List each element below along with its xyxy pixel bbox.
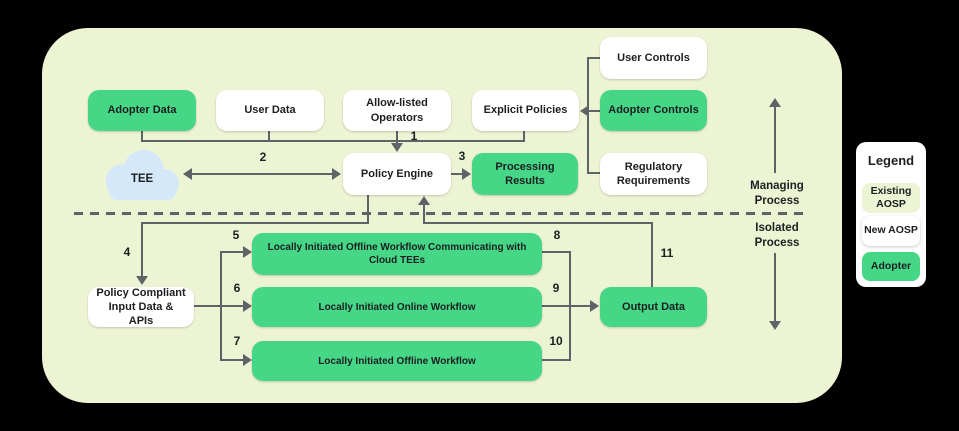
- edge-label-4: 4: [123, 245, 131, 259]
- node-workflow-offline: Locally Initiated Offline Workflow: [252, 341, 542, 381]
- isolated-process-label: Isolated Process: [754, 222, 800, 249]
- node-allow-listed-operators: Allow-listed Operators: [343, 90, 451, 131]
- edge11-line-a: [651, 222, 653, 287]
- arrowhead-to-workflow-online: [243, 300, 252, 312]
- legend-item-adopter: Adopter: [862, 252, 920, 281]
- node-regulatory-requirements: Regulatory Requirements: [600, 153, 707, 195]
- edge-label-3: 3: [458, 149, 466, 163]
- edge-label-11: 11: [660, 246, 674, 260]
- edge11-line-b: [423, 222, 653, 224]
- edge11-line-c: [423, 204, 425, 224]
- legend-item-existing-aosp: Existing AOSP: [862, 183, 920, 213]
- node-workflow-online: Locally Initiated Online Workflow: [252, 287, 542, 327]
- arrowhead-to-tee: [183, 168, 192, 180]
- managing-process-label: Managing Process: [750, 180, 804, 207]
- edge9-line: [542, 305, 571, 307]
- edge-label-9: 9: [552, 281, 560, 295]
- node-user-data: User Data: [216, 90, 324, 131]
- edge-label-2: 2: [259, 150, 267, 164]
- edge-label-10: 10: [549, 334, 563, 348]
- isolated-process-arrowhead: [769, 321, 781, 330]
- arrowhead-into-policy-engine: [391, 143, 403, 152]
- edge-line-user-data-down: [268, 131, 270, 142]
- node-policy-compliant-input: Policy Compliant Input Data & APIs: [88, 287, 194, 327]
- arrowhead-to-explicit-policies: [580, 105, 589, 117]
- edge7-line: [220, 359, 245, 361]
- edge6-line: [220, 305, 245, 307]
- edge-line-compliant-out: [194, 305, 221, 307]
- edge-line-collector: [141, 140, 525, 142]
- edge5-line: [220, 251, 245, 253]
- arrowhead-to-output-data: [590, 300, 599, 312]
- managing-process-arrow-line: [774, 105, 776, 173]
- node-adopter-controls: Adopter Controls: [600, 90, 707, 131]
- node-adopter-data: Adopter Data: [88, 90, 196, 131]
- node-user-controls: User Controls: [600, 37, 707, 79]
- edge-label-8: 8: [553, 228, 561, 242]
- arrowhead-to-results: [462, 168, 471, 180]
- edge-line-into-policy-engine: [396, 131, 398, 144]
- legend-item-new-aosp: New AOSP: [862, 216, 920, 246]
- arrowhead-to-policy-compliant: [136, 276, 148, 285]
- edge-line-to-output: [569, 305, 592, 307]
- edge-label-5: 5: [232, 228, 240, 242]
- node-output-data: Output Data: [600, 287, 707, 327]
- edge4-line-c: [141, 222, 143, 278]
- node-processing-results: Processing Results: [472, 153, 578, 195]
- edge-line-pe-results: [451, 173, 463, 175]
- managing-process-arrowhead: [769, 98, 781, 107]
- legend-panel: Legend Existing AOSP New AOSP Adopter: [856, 142, 926, 287]
- tee-label: TEE: [130, 173, 154, 185]
- process-boundary-dashed-line: [74, 212, 806, 215]
- controls-bracket-bottom: [587, 172, 602, 174]
- edge4-line-b: [141, 222, 369, 224]
- edge10-line: [542, 359, 571, 361]
- legend-title: Legend: [867, 153, 915, 168]
- arrowhead-to-policy-engine-bottom: [418, 196, 430, 205]
- node-workflow-cloud-tees: Locally Initiated Offline Workflow Commu…: [252, 233, 542, 275]
- edge-label-1: 1: [410, 129, 418, 143]
- edge-line-tee-policy-engine: [190, 173, 334, 175]
- edge4-line-a: [367, 195, 369, 224]
- edge-label-7: 7: [233, 334, 241, 348]
- edge-line-adopter-data-down: [141, 131, 143, 142]
- tee-cloud-icon: TEE: [100, 148, 184, 202]
- edge-line-controls-to-policies: [586, 110, 600, 112]
- node-explicit-policies: Explicit Policies: [472, 90, 579, 131]
- edge-line-explicit-policies-down: [523, 131, 525, 142]
- node-policy-engine: Policy Engine: [343, 153, 451, 195]
- arrowhead-to-workflow-offline: [243, 354, 252, 366]
- arrowhead-to-policy-engine: [332, 168, 341, 180]
- edge8-line: [542, 251, 571, 253]
- arrowhead-to-workflow-cloud: [243, 246, 252, 258]
- edge-label-6: 6: [233, 281, 241, 295]
- controls-bracket-top: [587, 57, 602, 59]
- isolated-process-arrow-line: [774, 253, 776, 323]
